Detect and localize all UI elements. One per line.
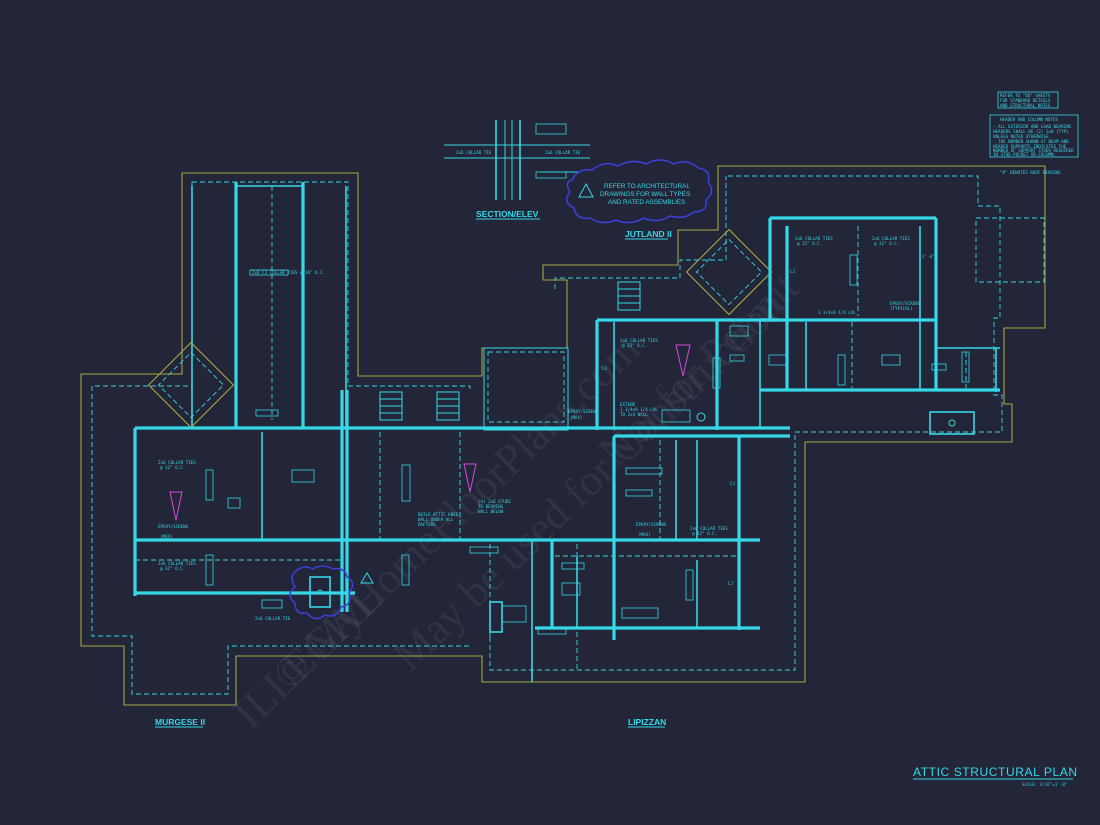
- rafters-note: RAFTERS: [418, 522, 436, 527]
- warning-triangle-callout: [578, 182, 594, 198]
- refer-note-2: FOR STANDARD DETAILS: [1000, 98, 1051, 103]
- strap-note-central: EPOXY/SCREWS: [568, 409, 599, 414]
- collar-ties-central-oc: @ 32" O.C.: [622, 343, 647, 348]
- east-block-framing: 2x6 COLLAR TIES @ 32" O.C. 2x6 COLLAR TI…: [759, 216, 1000, 435]
- marker-central: [675, 344, 691, 377]
- max-note-central: (MAX): [570, 415, 583, 420]
- max-note-west: (MAX): [160, 534, 173, 539]
- marker-west: [169, 491, 183, 521]
- cj-label-2: CJ: [730, 481, 735, 486]
- header-note-3: UNLESS NOTED OTHERWISE.: [993, 134, 1051, 139]
- porch-outline: [975, 217, 1045, 283]
- callout-cloud-group: REFER TO ARCHITECTURAL DRAWINGS FOR WALL…: [566, 159, 713, 224]
- lvl-note-east: 1 3/4x9 1/4 LVL: [818, 310, 856, 315]
- notes-block: REFER TO "SD" SHEETS FOR STANDARD DETAIL…: [989, 91, 1079, 175]
- collar-ties-ne2-oc: @ 32" O.C.: [874, 241, 899, 246]
- stair-treads-center: [436, 391, 460, 421]
- collar-ties-mid-oc: @ 32" O.C.: [692, 531, 717, 536]
- north-ridge-note: 2x8 CJ COLLAR TIES @ 16" O.C.: [252, 270, 325, 275]
- roof-bearing-note: "#" DENOTES ROOF BEARING: [1000, 170, 1061, 175]
- header-note-7: IN STUD POCKET OR COLUMN.: [993, 152, 1056, 157]
- west-block-framing: 2x6 COLLAR TIES @ 32" O.C. EPOXY/SCREWS …: [133, 390, 790, 640]
- refer-note-1: REFER TO "SD" SHEETS: [1000, 93, 1051, 98]
- max-note-mid: (MAX): [638, 532, 651, 537]
- cj-label-1: CJ: [602, 366, 607, 371]
- eave-line-north: [91, 182, 470, 695]
- sheet-title-block: ATTIC STRUCTURAL PLAN SCALE: 3/16"=1'-0": [913, 765, 1078, 787]
- studs-note: (4) 2x6 STUDS: [478, 499, 511, 504]
- strap-note-mid: EPOXY/SCREWS: [636, 522, 667, 527]
- refer-note-3: AND STRUCTURAL NOTES: [1000, 103, 1051, 108]
- strap-note-east: EPOXY/SCREWS: [890, 301, 921, 306]
- typical-note-east: (TYPICAL): [890, 306, 913, 311]
- marker-center: [463, 463, 477, 493]
- eave-line-east: [489, 175, 1003, 671]
- cj-label-3: CJ: [728, 581, 733, 586]
- header-notes-title: HEADER AND COLUMN NOTES: [1000, 117, 1058, 122]
- collar-ties-ne: 2x6 COLLAR TIES: [795, 236, 833, 241]
- collar-tie-south: 2x6 COLLAR TIE: [255, 616, 291, 621]
- callout-line-1: REFER TO ARCHITECTURAL: [604, 183, 690, 190]
- dim-note-east: 2'-6": [922, 254, 935, 259]
- collar-ties-sw: 2x6 COLLAR TIES: [158, 561, 196, 566]
- collar-ties-mid: 2x6 COLLAR TIES: [690, 526, 728, 531]
- wall-below-note: WALL BELOW: [478, 509, 504, 514]
- collar-ties-west-oc: @ 32" O.C.: [160, 465, 185, 470]
- header-note-2: HEADERS SHALL BE (2) 2x8 (TYP): [993, 129, 1069, 134]
- stair-bay: [487, 351, 565, 423]
- callout-line-3: AND RATED ASSEMBLIES: [608, 199, 685, 206]
- roof-bearing-box: [929, 411, 975, 435]
- label-murgese: MURGESE II: [155, 717, 205, 727]
- header-note-6: NUMBER OF SUPPORT STUDS REQUIRED: [993, 148, 1074, 153]
- section-title: SECTION/ELEV: [476, 209, 539, 219]
- central-block-framing: 2x6 COLLAR TIES @ 32" O.C. EXTEND 1 3/4x…: [469, 318, 790, 682]
- lvl-note: 1 3/4x9 1/4 LVL: [620, 407, 658, 412]
- collar-ties-ne2: 2x6 COLLAR TIES: [872, 236, 910, 241]
- section-collar-tie: 2x6 COLLAR TIE: [456, 150, 492, 155]
- label-lipizzan: LIPIZZAN: [628, 717, 666, 727]
- sheet-title: ATTIC STRUCTURAL PLAN: [913, 765, 1078, 779]
- collar-ties-central: 2x6 COLLAR TIES: [620, 338, 658, 343]
- to-bearing-note: TO BEARING: [478, 504, 504, 509]
- label-jutland: JUTLAND II: [625, 229, 672, 239]
- eave-line-west: [192, 181, 471, 392]
- revision-cloud-callout: [566, 159, 713, 224]
- stair-bay-wall: [483, 347, 569, 431]
- collar-ties-west: 2x6 COLLAR TIES: [158, 460, 196, 465]
- header-note-5: HEADER SUPPORTS INDICATES THE: [993, 144, 1067, 149]
- collar-ties-sw-oc: @ 32" O.C.: [160, 566, 185, 571]
- section-collar-tie-2: 2x6 COLLAR TIE: [545, 150, 581, 155]
- callout-line-2: DRAWINGS FOR WALL TYPES: [600, 191, 690, 198]
- north-wing-framing: 2x8 CJ COLLAR TIES @ 16" O.C.: [191, 182, 347, 428]
- extend-note: EXTEND: [620, 402, 636, 407]
- strap-note-west: EPOXY/SCREWS: [158, 524, 189, 529]
- header-note-4: - THE NUMBER SHOWN AT BEAM AND: [993, 139, 1069, 144]
- stair-treads-west: [379, 391, 403, 421]
- to-wall-note: TO 2x4 WALL: [620, 412, 648, 417]
- header-note-1: - ALL EXTERIOR AND LOAD BEARING: [993, 124, 1072, 129]
- build-attic-note: BUILD ATTIC KNEE: [418, 512, 459, 517]
- revision-cloud-access: [289, 565, 354, 620]
- warning-triangle-south: [360, 572, 374, 584]
- sheet-scale: SCALE: 3/16"=1'-0": [1022, 782, 1067, 787]
- cj-label-4: CJ: [790, 269, 795, 274]
- collar-ties-ne-oc: @ 32" O.C.: [797, 241, 822, 246]
- skylight-west: [147, 341, 235, 429]
- attic-access: [309, 576, 331, 608]
- wall-under-note: WALL UNDER ALL: [418, 517, 454, 522]
- eave-line-mid: [554, 176, 727, 289]
- section-detail: 2x6 COLLAR TIE 2x6 COLLAR TIE SECTION/EL…: [444, 120, 590, 220]
- stair-treads-north: [617, 281, 641, 311]
